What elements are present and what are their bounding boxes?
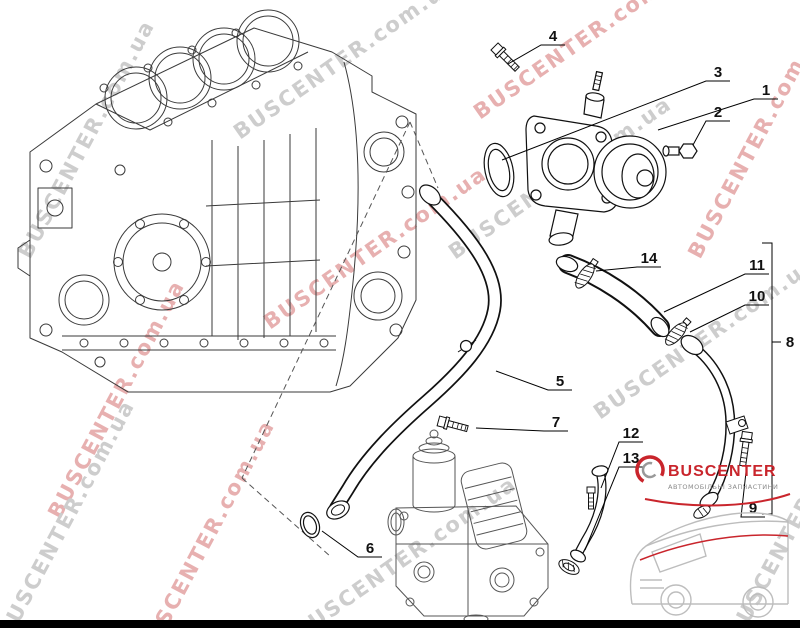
dashed-alignment-lines	[241, 121, 439, 557]
van-accent-line	[639, 534, 789, 561]
callout-label-9: 9	[749, 500, 757, 517]
callout-label-7: 7	[552, 414, 560, 431]
bottom-bar	[0, 620, 800, 628]
callout-label-2: 2	[714, 104, 722, 121]
callout-label-3: 3	[714, 64, 722, 81]
callout-label-6: 6	[366, 540, 374, 557]
bolt-9-icon	[739, 430, 753, 467]
small-hose-12	[570, 465, 609, 563]
brand-logo-mark	[635, 455, 665, 485]
callout-labels: 1 2 3 4 5 6 7 8 9 10 11 12 13 14	[366, 28, 794, 557]
thermostat-gasket	[483, 142, 515, 198]
callout-label-14: 14	[641, 250, 658, 267]
bolt-7-icon	[436, 415, 469, 433]
bolt-4-icon	[490, 42, 520, 72]
oil-filter-housing-drawing	[387, 429, 549, 624]
rigid-pipe-8	[680, 334, 749, 519]
callout-label-1: 1	[762, 82, 770, 99]
watermark-text: BUSCENTER.com.ua	[133, 416, 279, 628]
hose-clamp-10	[664, 317, 692, 346]
water-pipe-5	[326, 184, 502, 520]
seal-ring-6	[299, 511, 321, 539]
callout-label-12: 12	[623, 425, 640, 442]
brand-swoosh	[644, 493, 791, 507]
callout-label-5: 5	[556, 373, 564, 390]
callout-leader-lines	[321, 44, 781, 558]
callout-label-10: 10	[749, 288, 766, 305]
watermark-text: BUSCENTER.com.ua	[0, 396, 140, 628]
van-sketch	[629, 512, 789, 618]
callout-label-4: 4	[549, 28, 558, 45]
callout-label-13: 13	[623, 450, 640, 467]
brand-logo: BUSCENTER АВТОМОБІЛЬНІ ЗАПЧАСТИНИ	[635, 455, 791, 507]
brand-name-text: BUSCENTER	[668, 463, 777, 480]
watermark-text: BUSCENTER.com.ua	[683, 16, 800, 263]
brand-tagline-text: АВТОМОБІЛЬНІ ЗАПЧАСТИНИ	[668, 483, 778, 491]
callout-label-8: 8	[786, 334, 794, 351]
engine-block-drawing	[17, 9, 417, 393]
temperature-sensor	[662, 143, 698, 159]
watermark-text: BUSCENTER.com.ua	[289, 472, 521, 628]
watermark-text: BUSCENTER.com.ua	[13, 16, 159, 263]
callout-label-11: 11	[749, 257, 765, 274]
bolt-12-icon	[586, 486, 596, 510]
gasket-13	[558, 559, 580, 575]
hose-clamp-14	[574, 257, 599, 289]
bleed-stud	[592, 70, 604, 92]
thermostat-housing	[525, 70, 667, 246]
hose-11	[555, 254, 670, 338]
